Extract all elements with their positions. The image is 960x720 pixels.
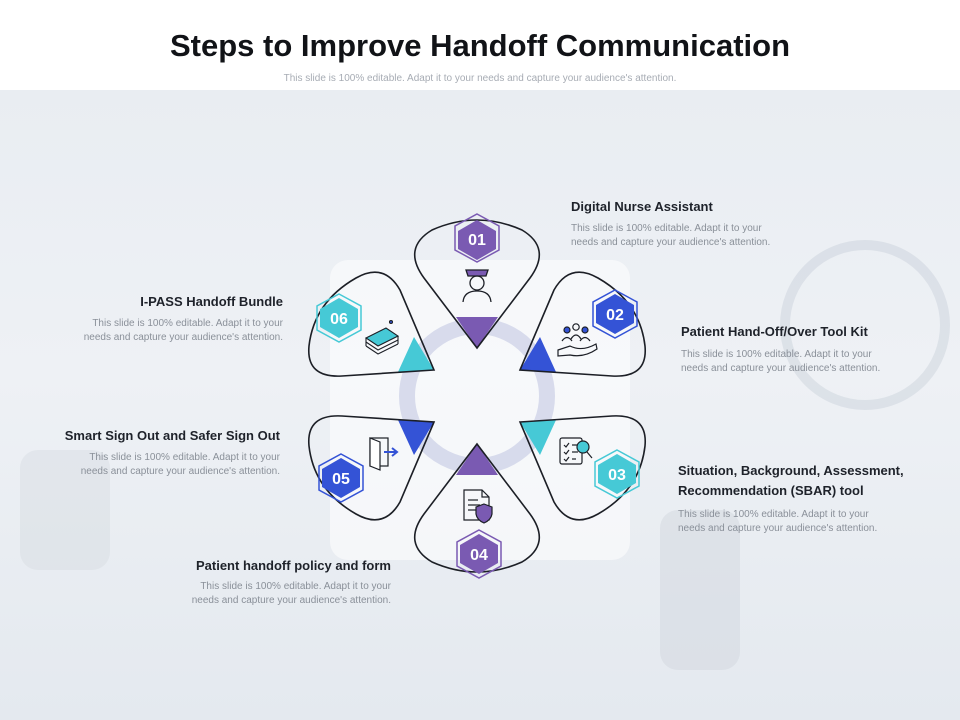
step-01-desc-line2: needs and capture your audience's attent… [571, 236, 771, 248]
step-04-desc: This slide is 100% editable. Adapt it to… [192, 580, 391, 607]
badge-04-number: 04 [470, 547, 488, 564]
money-bundle-icon [364, 319, 400, 355]
step-01-desc-line1: This slide is 100% editable. Adapt it to… [571, 223, 762, 234]
checklist-search-icon [559, 437, 593, 465]
sign-out-door-icon [369, 437, 399, 471]
step-04-desc-line2: needs and capture your audience's attent… [191, 594, 391, 606]
tip-04 [456, 444, 498, 475]
badge-01: 01 [454, 213, 500, 263]
step-05-desc-line2: needs and capture your audience's attent… [80, 465, 280, 477]
document-shield-icon [463, 489, 493, 524]
badge-03: 03 [594, 449, 640, 499]
tip-06 [398, 337, 434, 372]
badge-02-number: 02 [606, 307, 624, 324]
petal-06 [308, 271, 436, 377]
step-06-desc-line2: needs and capture your audience's attent… [83, 331, 283, 343]
step-03-title-line1: Situation, Background, Assessment, [678, 463, 904, 478]
background-photo [0, 90, 960, 720]
step-04-desc-line1: This slide is 100% editable. Adapt it to… [200, 581, 391, 592]
badge-06-number: 06 [330, 311, 348, 328]
step-05-desc: This slide is 100% editable. Adapt it to… [81, 451, 280, 478]
tip-03 [520, 420, 556, 455]
step-01-desc: This slide is 100% editable. Adapt it to… [571, 222, 770, 249]
step-03-title: Situation, Background, Assessment, Recom… [678, 461, 904, 501]
tip-01 [456, 317, 498, 348]
badge-06: 06 [316, 293, 362, 343]
badge-02: 02 [592, 289, 638, 339]
tip-02 [520, 337, 556, 372]
step-02-desc: This slide is 100% editable. Adapt it to… [681, 348, 880, 375]
step-03-desc: This slide is 100% editable. Adapt it to… [678, 508, 877, 535]
step-02-title: Patient Hand-Off/Over Tool Kit [681, 324, 868, 339]
page-subtitle: This slide is 100% editable. Adapt it to… [283, 73, 677, 84]
badge-01-number: 01 [468, 232, 486, 249]
team-hand-icon [557, 323, 598, 357]
step-02-desc-line1: This slide is 100% editable. Adapt it to… [681, 349, 872, 360]
step-03-title-line2: Recommendation (SBAR) tool [678, 483, 864, 498]
page-title: Steps to Improve Handoff Communication [169, 28, 791, 63]
step-03-desc-line1: This slide is 100% editable. Adapt it to… [678, 509, 869, 520]
badge-03-number: 03 [608, 467, 626, 484]
step-04-title: Patient handoff policy and form [195, 558, 391, 573]
badge-05-number: 05 [332, 471, 350, 488]
nurse-icon [462, 269, 492, 303]
step-05-title: Smart Sign Out and Safer Sign Out [64, 428, 280, 443]
step-03-desc-line2: needs and capture your audience's attent… [678, 522, 878, 534]
tip-05 [398, 420, 434, 455]
step-05-desc-line1: This slide is 100% editable. Adapt it to… [89, 452, 280, 463]
badge-05: 05 [318, 453, 364, 503]
step-06-desc: This slide is 100% editable. Adapt it to… [84, 317, 283, 344]
step-06-title: I-PASS Handoff Bundle [140, 294, 283, 309]
badge-04: 04 [456, 529, 502, 579]
step-02-desc-line2: needs and capture your audience's attent… [681, 362, 881, 374]
step-06-desc-line1: This slide is 100% editable. Adapt it to… [92, 318, 283, 329]
step-01-title: Digital Nurse Assistant [571, 199, 713, 214]
